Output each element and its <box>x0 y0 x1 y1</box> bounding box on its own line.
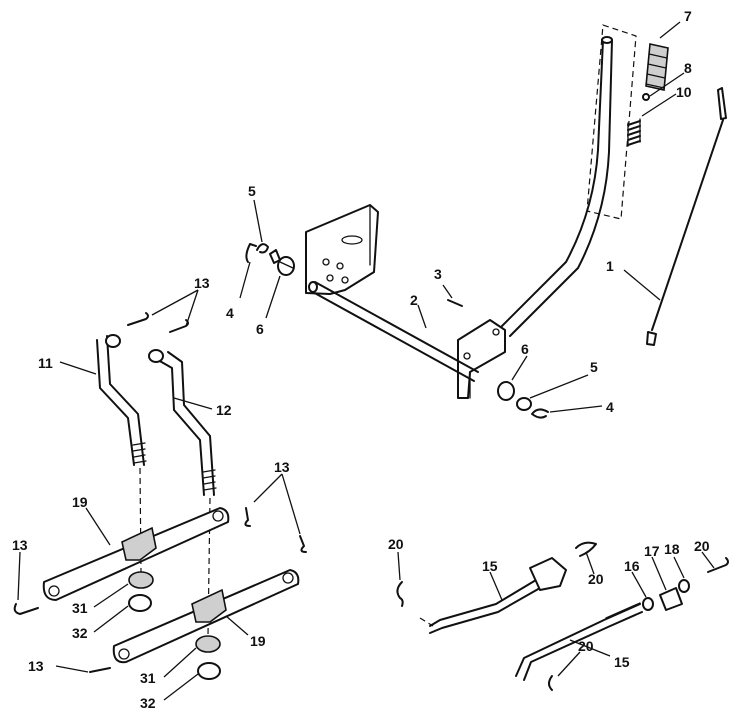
callout-12: 12 <box>216 402 232 418</box>
cotter-pin-upper-2 <box>169 319 189 333</box>
callout-15-lower: 15 <box>614 654 630 670</box>
guide-line-left <box>139 467 142 573</box>
callout-20-left: 20 <box>388 536 404 552</box>
callout-20-upper: 20 <box>588 571 604 587</box>
lift-rod <box>646 87 727 346</box>
hairpin-20-left <box>396 581 404 607</box>
callout-13-left: 13 <box>12 537 28 553</box>
roll-pin <box>447 299 463 307</box>
callout-32-lower: 32 <box>140 695 156 711</box>
lift-link-right <box>148 349 217 496</box>
trunnion-17 <box>659 587 683 611</box>
bushing-31-upper <box>128 571 154 589</box>
callout-1: 1 <box>606 258 614 274</box>
lift-arm-upper <box>42 507 230 601</box>
lift-lever <box>497 36 613 337</box>
rod-15-upper <box>429 557 567 634</box>
rod-15-lower <box>515 602 643 681</box>
hairpin-left <box>245 243 257 263</box>
callout-5-left: 5 <box>248 183 256 199</box>
callout-32-upper: 32 <box>72 625 88 641</box>
callout-10: 10 <box>676 84 692 100</box>
washer-16 <box>642 597 654 611</box>
callout-19-upper: 19 <box>72 494 88 510</box>
callout-31-lower: 31 <box>140 670 156 686</box>
lift-arm-lower <box>112 569 300 664</box>
bearing-left <box>269 249 281 264</box>
nut-32-lower <box>197 662 221 680</box>
retainer-clip-right <box>516 397 532 411</box>
callout-6-right: 6 <box>521 341 529 357</box>
dash-guide-15 <box>419 617 434 627</box>
cotter-pin-arm-3 <box>13 603 39 615</box>
retainer-clip-left <box>256 243 269 254</box>
bushing-right <box>497 381 515 401</box>
callout-20-bottom: 20 <box>578 638 594 654</box>
callout-16: 16 <box>624 558 640 574</box>
callout-15-upper: 15 <box>482 558 498 574</box>
callout-19-lower: 19 <box>250 633 266 649</box>
button <box>642 93 650 101</box>
callout-7: 7 <box>684 8 692 24</box>
mounting-plate <box>305 204 379 295</box>
callout-3: 3 <box>434 266 442 282</box>
callout-13-bottom: 13 <box>28 658 44 674</box>
callout-17: 17 <box>644 543 660 559</box>
leader-lines <box>17 21 715 701</box>
cotter-pin-arm-2 <box>299 535 307 553</box>
handle-grip <box>645 43 669 91</box>
callout-4-left: 4 <box>226 305 234 321</box>
cotter-pin-arm-1 <box>244 507 251 527</box>
lever-bracket <box>457 319 506 399</box>
hairpin-20-right <box>707 557 729 573</box>
callout-31-upper: 31 <box>72 600 88 616</box>
callout-2: 2 <box>410 292 418 308</box>
lift-link-left <box>96 334 147 466</box>
bushing-left <box>277 256 295 276</box>
callout-20-right: 20 <box>694 538 710 554</box>
bushing-31-lower <box>195 635 221 653</box>
hairpin-20-bottom <box>548 675 553 691</box>
callout-13-top: 13 <box>194 275 210 291</box>
callout-13-right: 13 <box>274 459 290 475</box>
spring <box>627 118 641 147</box>
nut-32-upper <box>128 594 152 612</box>
handle-outline <box>586 24 637 220</box>
callout-11: 11 <box>38 355 53 371</box>
callout-labels: 1 2 3 4 4 5 5 6 6 7 8 10 11 12 13 13 13 … <box>12 8 710 711</box>
callout-8: 8 <box>684 60 692 76</box>
callout-5-right: 5 <box>590 359 598 375</box>
cotter-pin-arm-4 <box>89 667 111 673</box>
callout-4-right: 4 <box>606 399 614 415</box>
callout-18: 18 <box>664 541 680 557</box>
cotter-pin-upper-1 <box>127 312 149 326</box>
lift-shaft <box>308 281 479 382</box>
nut-18 <box>678 579 690 593</box>
hairpin-20-upper <box>575 541 597 557</box>
hairpin-right <box>531 408 549 419</box>
callout-6-left: 6 <box>256 321 264 337</box>
